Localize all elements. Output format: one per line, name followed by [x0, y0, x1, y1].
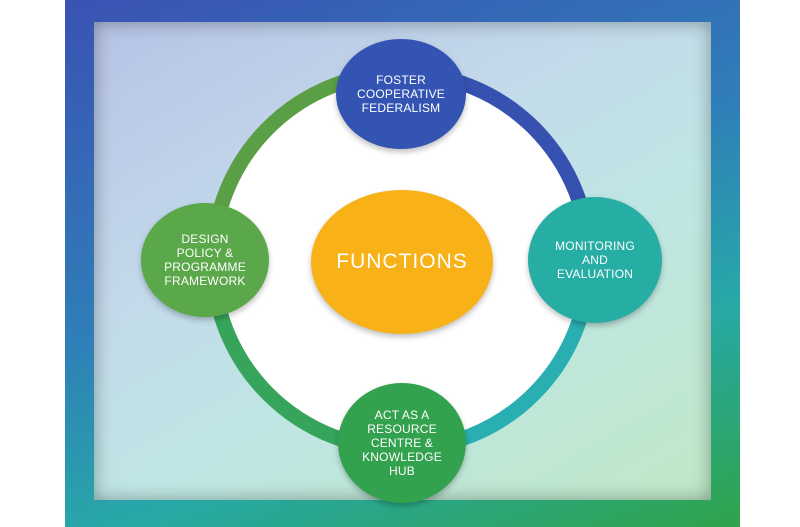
center-functions-node: FUNCTIONS	[311, 190, 493, 334]
center-functions-label: FUNCTIONS	[336, 250, 468, 273]
node-right-label: MONITORING AND EVALUATION	[555, 239, 635, 281]
node-left-label: DESIGN POLICY & PROGRAMME FRAMEWORK	[164, 232, 246, 288]
node-resource-centre-knowledge-hub: ACT AS A RESOURCE CENTRE & KNOWLEDGE HUB	[338, 383, 466, 503]
node-design-policy-programme-framework: DESIGN POLICY & PROGRAMME FRAMEWORK	[141, 203, 269, 317]
node-monitoring-and-evaluation: MONITORING AND EVALUATION	[528, 197, 662, 323]
node-bottom-label: ACT AS A RESOURCE CENTRE & KNOWLEDGE HUB	[362, 408, 442, 478]
node-foster-cooperative-federalism: FOSTER COOPERATIVE FEDERALISM	[336, 39, 466, 149]
node-top-label: FOSTER COOPERATIVE FEDERALISM	[357, 73, 445, 115]
